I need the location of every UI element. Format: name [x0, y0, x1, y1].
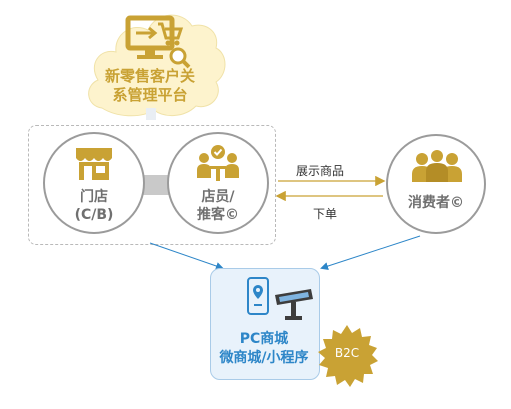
consumer-node: 消费者© — [386, 134, 486, 234]
mall-label: PC商城 微商城/小程序 — [200, 330, 328, 368]
store-group-box — [28, 125, 276, 245]
kiosk-terminal-icon — [275, 289, 313, 320]
store-node — [43, 132, 145, 234]
consumer-label: 消费者© — [408, 195, 464, 211]
mall-label-line1: PC商城 — [239, 331, 289, 347]
mall-node — [210, 268, 320, 380]
b2c-badge-label: B2C — [334, 346, 360, 360]
store-label-line1: 门店 — [80, 189, 108, 205]
storefront-icon — [76, 148, 112, 180]
platform-node — [78, 0, 228, 125]
b2c-badge — [318, 325, 378, 387]
clerk-label: 店员/ 推客© — [172, 188, 264, 224]
consumers-group-icon — [412, 150, 462, 182]
monitor-cart-search-icon — [125, 15, 191, 69]
store-label: 门店 (C/B) — [48, 188, 140, 224]
clerk-label-line1: 店员/ — [201, 189, 235, 205]
consumer-to-mall-arrow — [320, 235, 421, 270]
store-label-line2: (C/B) — [74, 207, 114, 223]
mall-label-line2: 微商城/小程序 — [219, 350, 309, 366]
store-to-mall-arrow — [149, 242, 224, 270]
clerk-group-icon — [197, 145, 239, 181]
platform-title-line2: 系管理平台 — [112, 86, 188, 104]
clerk-node — [167, 132, 269, 234]
platform-title-line1: 新零售客户关 — [104, 67, 195, 85]
show-products-label: 展示商品 — [296, 164, 345, 178]
place-order-label: 下单 — [313, 207, 338, 221]
platform-title: 新零售客户关 系管理平台 — [88, 67, 212, 105]
phone-location-icon — [247, 277, 269, 315]
platform-cloud-shape — [88, 14, 226, 120]
clerk-label-line2: 推客© — [197, 207, 239, 223]
